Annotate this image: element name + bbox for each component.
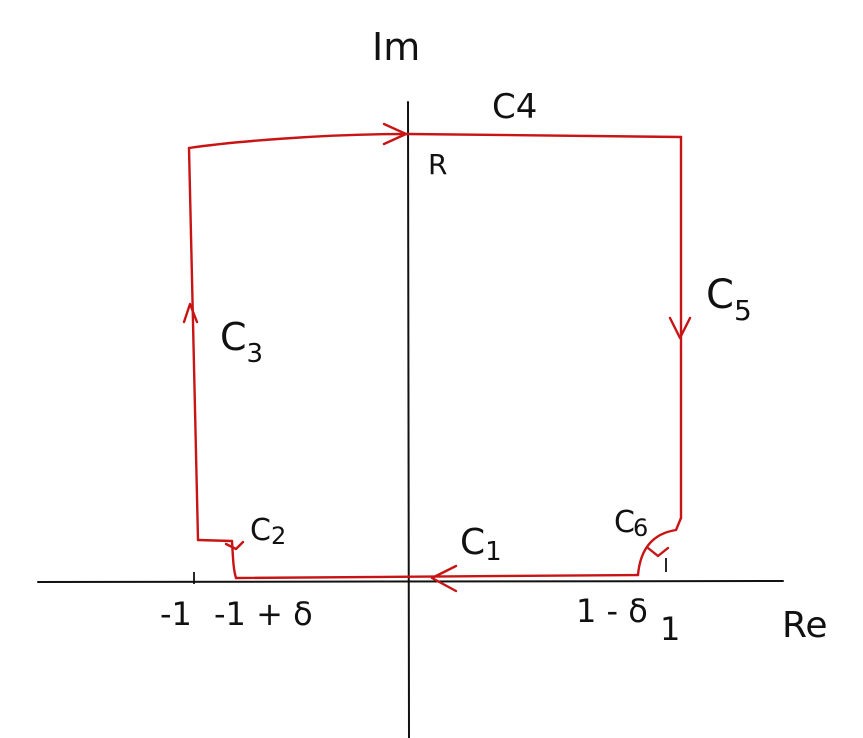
segment-c4	[187, 132, 683, 150]
label-c2: C2	[250, 513, 286, 550]
contour	[182, 122, 692, 593]
segment-c3	[187, 146, 200, 542]
real-axis	[37, 580, 784, 583]
label-c4: C4	[492, 87, 537, 127]
arrow-c6	[646, 546, 670, 558]
label-c3: C3	[220, 315, 263, 369]
arrow-c3	[182, 302, 199, 324]
tick-label-neg-one: -1	[160, 595, 192, 633]
tick-label-one: 1	[660, 610, 680, 648]
segment-c6	[636, 516, 683, 577]
imaginary-axis	[407, 101, 410, 738]
segment-c2	[196, 538, 238, 580]
tick-label-one-minus-delta: 1 - δ	[576, 592, 648, 630]
label-c5: C5	[706, 272, 752, 327]
imaginary-axis-label: Im	[372, 25, 420, 69]
arrow-c2	[224, 540, 245, 551]
arrow-c5	[668, 316, 692, 340]
real-axis-label: Re	[782, 605, 828, 646]
label-top-r: R	[428, 148, 447, 181]
arrow-c1	[430, 564, 458, 593]
arrow-c4	[382, 122, 408, 146]
tick-label-neg-one-plus-delta: -1 + δ	[214, 595, 313, 633]
label-c6: C6	[614, 505, 648, 542]
label-c1: C1	[460, 522, 502, 567]
